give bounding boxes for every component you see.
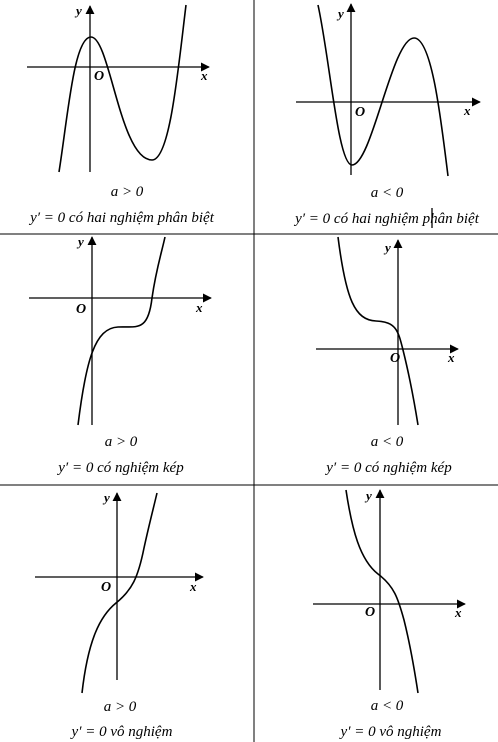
- x-axis-label: x: [195, 300, 203, 315]
- condition-label: y′ = 0 vô nghiệm: [339, 724, 442, 740]
- x-axis-label: x: [189, 579, 197, 594]
- panel-4: x y O a < 0 y′ = 0 có nghiệm kép: [316, 236, 459, 476]
- coef-label: a > 0: [104, 699, 137, 715]
- coef-label: a < 0: [371, 434, 404, 450]
- cubic-curve: [337, 236, 419, 426]
- coef-label: a < 0: [371, 185, 404, 201]
- condition-label: y′ = 0 có hai nghiệm phân biệt: [293, 211, 480, 227]
- x-axis-label: x: [463, 103, 471, 118]
- panel-3: x y O a > 0 y′ = 0 có nghiệm kép: [29, 234, 212, 476]
- condition-label: y′ = 0 có nghiệm kép: [324, 460, 452, 476]
- panel-5: x y O a > 0 y′ = 0 vô nghiệm: [35, 490, 204, 740]
- y-axis-label: y: [102, 490, 110, 505]
- y-axis-label: y: [383, 240, 391, 255]
- coef-label: a > 0: [111, 184, 144, 200]
- origin-label: O: [101, 580, 111, 595]
- x-axis-label: x: [200, 68, 208, 83]
- coef-label: a < 0: [371, 698, 404, 714]
- x-axis-label: x: [447, 350, 455, 365]
- origin-label: O: [390, 351, 400, 366]
- y-axis-label: y: [336, 6, 344, 21]
- coef-label: a > 0: [105, 434, 138, 450]
- cubic-curve: [345, 489, 419, 694]
- origin-label: O: [94, 69, 104, 84]
- y-axis-label: y: [74, 3, 82, 18]
- condition-label: y′ = 0 có hai nghiệm phân biệt: [28, 210, 215, 226]
- cubic-curve: [77, 236, 166, 426]
- condition-label: y′ = 0 vô nghiệm: [70, 724, 173, 740]
- cubic-curve: [81, 492, 158, 694]
- panel-6: x y O a < 0 y′ = 0 vô nghiệm: [313, 488, 466, 740]
- cubic-curve: [58, 4, 187, 173]
- panel-1: x y O a > 0 y′ = 0 có hai nghiệm phân bi…: [27, 3, 215, 226]
- condition-label: y′ = 0 có nghiệm kép: [56, 460, 184, 476]
- panel-2: x y O a < 0 y′ = 0 có hai nghiệm phân bi…: [293, 3, 481, 228]
- cubic-curve: [317, 4, 449, 177]
- y-axis-label: y: [76, 234, 84, 249]
- x-axis-label: x: [454, 605, 462, 620]
- y-axis-label: y: [364, 488, 372, 503]
- origin-label: O: [355, 105, 365, 120]
- origin-label: O: [76, 302, 86, 317]
- origin-label: O: [365, 605, 375, 620]
